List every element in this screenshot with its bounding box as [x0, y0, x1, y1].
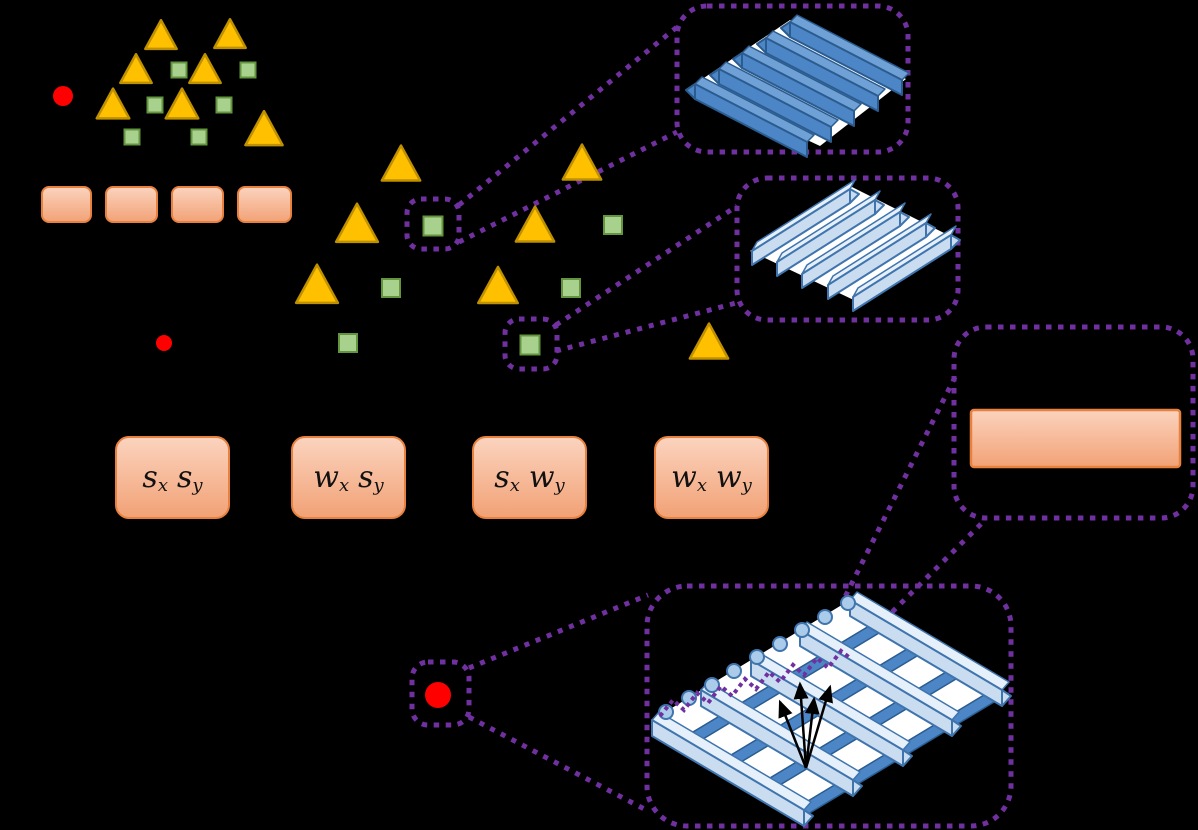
- wall-rect: [105, 186, 158, 223]
- wall-rectangles-row: [41, 186, 292, 223]
- dotted-box-weak-square: [502, 316, 560, 372]
- square-marker: [190, 128, 208, 146]
- red-dot-marker: [53, 86, 73, 106]
- scatterer-bumps: [658, 595, 856, 720]
- triangle-marker: [514, 205, 556, 243]
- triangle-marker: [561, 143, 603, 181]
- dotted-box-red-dot: [409, 659, 472, 728]
- triangle-marker: [477, 265, 519, 305]
- dotted-box-strong-square: [404, 196, 462, 252]
- triangle-marker: [244, 109, 284, 147]
- callout-strong-grating-frame: [674, 3, 911, 155]
- triangle-marker: [144, 19, 178, 51]
- callout-wall-frame: [951, 324, 1196, 521]
- square-marker: [123, 128, 141, 146]
- mixed-grating-illustration: [651, 591, 1012, 827]
- square-marker: [519, 334, 541, 356]
- zigzag-annotation: [658, 648, 852, 718]
- triangle-marker: [688, 322, 730, 360]
- square-marker: [603, 215, 623, 235]
- wall-rect: [41, 186, 92, 223]
- square-marker: [215, 96, 233, 114]
- triangle-marker: [95, 87, 131, 120]
- triangle-marker: [380, 144, 422, 182]
- square-marker: [170, 61, 188, 79]
- square-marker: [239, 61, 257, 79]
- wall-rect: [237, 186, 292, 223]
- triangle-marker: [334, 202, 380, 244]
- callout-connector-lines: [457, 25, 983, 814]
- triangle-marker: [213, 18, 247, 50]
- triangle-marker: [294, 263, 340, 305]
- triangle-marker: [188, 53, 222, 85]
- square-marker: [338, 333, 358, 353]
- triangle-marker: [164, 87, 200, 120]
- triangle-marker: [119, 53, 153, 85]
- square-marker: [381, 278, 401, 298]
- scatter-markers: [53, 18, 730, 708]
- weak-grating-illustration: [750, 179, 961, 312]
- red-dot-marker: [425, 682, 451, 708]
- square-marker: [422, 215, 444, 237]
- strong-grating-illustration: [685, 14, 910, 158]
- scattering-arrows: [778, 681, 833, 769]
- callout-mixed-grating-frame: [644, 583, 1014, 829]
- magnified-wall-rectangle: [969, 408, 1182, 469]
- wall-rect: [171, 186, 224, 223]
- square-marker: [561, 278, 581, 298]
- red-dot-marker: [156, 335, 172, 351]
- square-marker: [146, 96, 164, 114]
